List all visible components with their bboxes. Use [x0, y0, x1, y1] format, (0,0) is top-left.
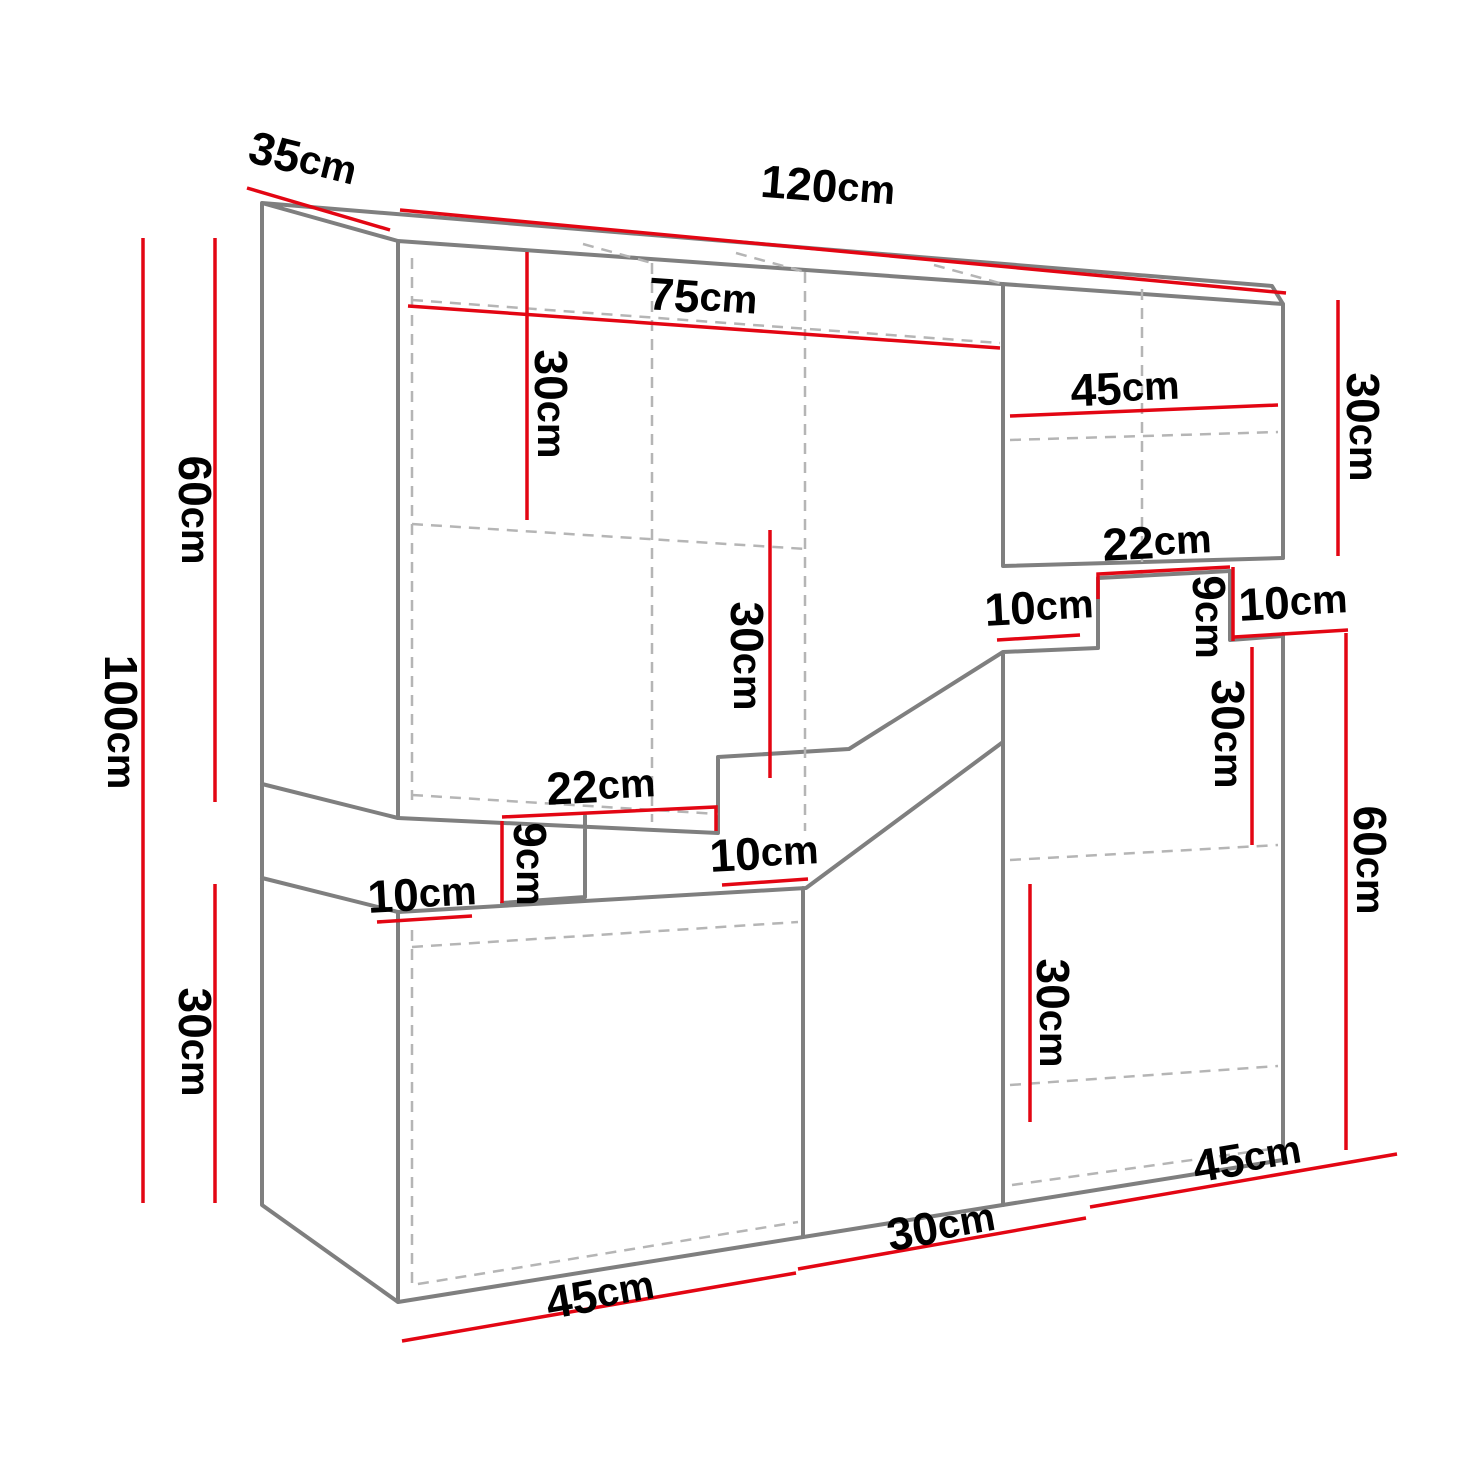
- cabinet-middle-section: [260, 282, 1285, 1239]
- dim-label-middle-gap-right: 10cm: [983, 578, 1095, 636]
- dim-line-bottom-right-width: [1089, 1152, 1398, 1209]
- dim-label-right-side-gap: 10cm: [1237, 573, 1349, 631]
- dim-line-upper-right-width: [1009, 403, 1279, 418]
- cabinet-hidden-edges: [410, 242, 1279, 1287]
- dimension-lines: [141, 186, 1398, 1343]
- dim-label-upper-left-width: 75cm: [647, 267, 759, 326]
- dim-line-total-width: [399, 208, 1287, 295]
- dim-label-right-lower-height: 60cm: [1344, 806, 1396, 915]
- dim-label-top-depth: 35cm: [244, 121, 362, 198]
- dim-label-left-side-gap: 10cm: [366, 865, 478, 923]
- dim-label-bottom-right-width: 45cm: [1189, 1123, 1305, 1192]
- dim-label-lower-right-shelf-height: 30cm: [1202, 680, 1254, 789]
- dim-label-left-lower-height: 30cm: [169, 988, 221, 1097]
- dim-label-upper-right-height: 30cm: [1337, 373, 1389, 482]
- dim-label-upper-left-shelf-height: 30cm: [525, 350, 577, 459]
- dim-label-total-height: 100cm: [95, 655, 147, 790]
- dim-label-left-upper-height: 60cm: [169, 456, 221, 565]
- dim-line-left-step-width: [501, 805, 718, 831]
- dim-line-top-depth: [246, 186, 391, 232]
- dim-line-upper-left-width: [407, 304, 1001, 350]
- dim-label-total-width: 120cm: [759, 155, 897, 217]
- dim-label-left-step-width: 22cm: [545, 757, 657, 815]
- dim-line-left-side-gap: [376, 914, 473, 924]
- cabinet-solid-edges: [260, 201, 1285, 1304]
- dim-label-right-step-width: 22cm: [1101, 513, 1213, 571]
- dim-label-left-step-height: 9cm: [504, 822, 556, 905]
- dim-line-middle-gap-right: [996, 633, 1081, 642]
- dim-line-right-side-gap: [1233, 628, 1349, 639]
- hidden-internal-edges: [410, 242, 1279, 1287]
- dim-line-bottom-left-width: [401, 1271, 797, 1343]
- dim-line-right-step-width: [1096, 565, 1231, 599]
- dim-label-right-step-height: 9cm: [1183, 575, 1235, 658]
- dim-label-upper-right-width: 45cm: [1069, 360, 1180, 417]
- dimension-labels: 35cm 120cm 75cm 30cm 45cm 30cm 22cm 10cm…: [95, 121, 1396, 1329]
- dim-label-bottom-center-width: 30cm: [883, 1191, 999, 1261]
- dim-label-middle-gap-left: 10cm: [708, 824, 820, 882]
- dim-line-middle-gap-left: [721, 877, 809, 887]
- dim-line-bottom-center-width: [797, 1216, 1087, 1271]
- dim-label-bottom-left-width: 45cm: [542, 1259, 658, 1329]
- dim-label-lower-center-shelf-height: 30cm: [1027, 959, 1079, 1068]
- dim-label-middle-shelf-height: 30cm: [721, 602, 773, 711]
- cabinet-outer-frame: [260, 201, 1285, 1304]
